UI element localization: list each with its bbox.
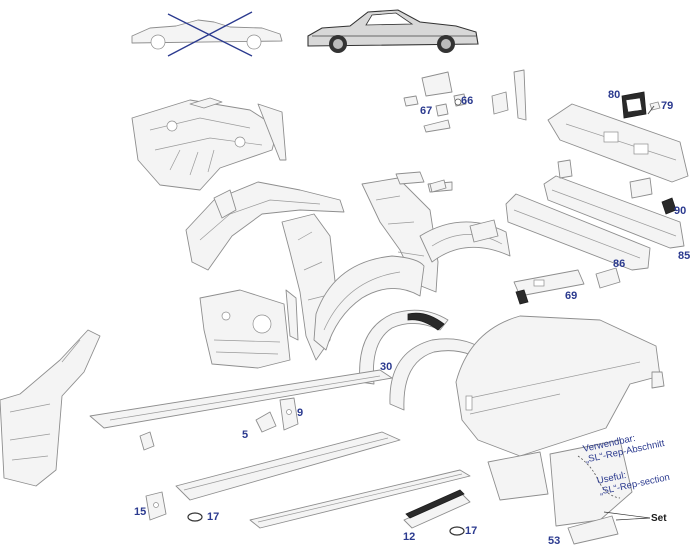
rear-floor-section xyxy=(199,289,299,369)
small-parts-cluster xyxy=(421,69,653,243)
callout-9: 9 xyxy=(297,407,304,419)
inner-pillar-assembly xyxy=(185,181,345,271)
callout-17-left: 17 xyxy=(207,511,220,523)
inner-sill xyxy=(89,369,393,451)
outer-wheel-arch-left xyxy=(313,255,425,351)
callout-90: 90 xyxy=(674,205,687,217)
part-69-panel xyxy=(513,267,621,305)
callout-66: 66 xyxy=(461,95,474,107)
part-15-bracket xyxy=(145,491,167,521)
callout-80: 80 xyxy=(608,89,621,101)
callout-12: 12 xyxy=(403,531,416,543)
rear-quarter-panel xyxy=(455,315,665,457)
callout-79: 79 xyxy=(661,100,674,112)
part-66-clip xyxy=(453,93,467,107)
part-17-grommet-b xyxy=(449,526,465,536)
part-17-grommet-a xyxy=(187,512,203,522)
coupe-car xyxy=(307,9,479,53)
outer-wheel-arch-right xyxy=(419,221,511,263)
part-9-bracket xyxy=(279,397,299,431)
convertible-car-crossed-out xyxy=(131,11,283,57)
rear-end-panel xyxy=(547,103,689,183)
part-79-bolt xyxy=(647,101,661,115)
set-label: Set xyxy=(651,513,667,524)
door-frame-pillar xyxy=(0,329,101,487)
callout-69: 69 xyxy=(565,290,578,302)
callout-30: 30 xyxy=(380,361,393,373)
crossout-line-b xyxy=(167,11,253,57)
part-5-bracket xyxy=(255,411,277,433)
part-53-repair-section xyxy=(487,439,651,545)
part-90-bracket xyxy=(661,197,677,215)
part-85-side-member xyxy=(543,175,685,249)
callout-5: 5 xyxy=(242,429,249,441)
rear-parcel-shelf xyxy=(131,97,287,191)
part-12-panel xyxy=(403,489,471,529)
callout-67: 67 xyxy=(420,105,433,117)
crossout-line-a xyxy=(167,13,253,57)
callout-85: 85 xyxy=(678,250,691,262)
callout-15: 15 xyxy=(134,506,147,518)
part-80-lamp-housing xyxy=(621,91,647,119)
outer-sill xyxy=(175,431,471,529)
part-67-fastener xyxy=(403,95,449,117)
callout-53: 53 xyxy=(548,535,561,547)
callout-86: 86 xyxy=(613,258,626,270)
callout-17-right: 17 xyxy=(465,525,478,537)
part-86-side-member xyxy=(505,193,651,271)
